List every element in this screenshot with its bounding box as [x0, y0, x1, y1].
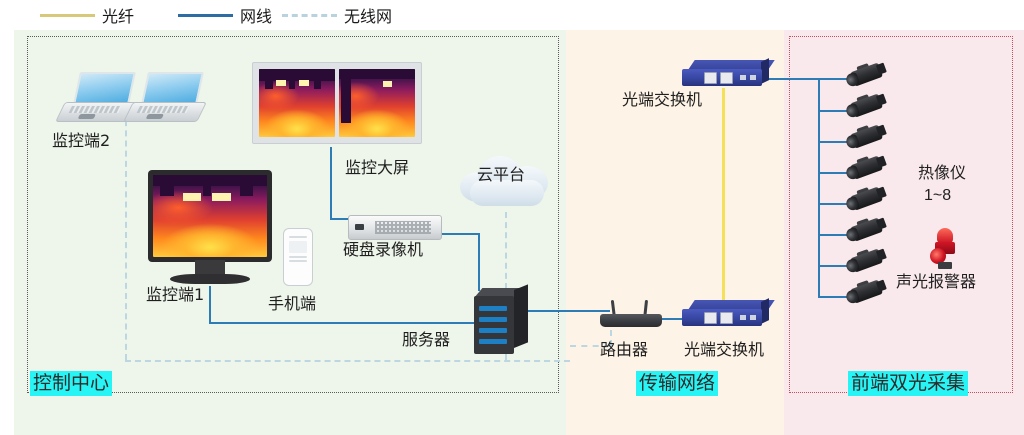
camera-drop-2 — [818, 110, 852, 112]
legend-item-fiber: 光纤 — [40, 0, 134, 30]
optical-switch-top-device[interactable] — [682, 58, 775, 90]
desktop-monitor-terminal-1[interactable] — [148, 170, 272, 288]
camera-drop-5 — [818, 203, 852, 205]
link-dvr-to-server-vertical — [478, 233, 480, 291]
label-optical-switch-top: 光端交换机 — [622, 90, 703, 109]
switch-side-icon — [761, 58, 769, 84]
legend-item-network: 网线 — [178, 0, 272, 30]
laptop-keyboard-icon — [136, 106, 190, 113]
legend-label-fiber: 光纤 — [102, 7, 135, 26]
label-thermal-cameras-range: 1~8 — [924, 187, 952, 204]
wireless-link-router-up — [610, 330, 612, 346]
server-front-icon — [474, 296, 514, 354]
phone-content-icon — [289, 241, 307, 253]
zone-label-control-center: 控制中心 — [30, 371, 113, 397]
legend: 光纤 网线 无线网 — [0, 0, 1024, 30]
label-dvr: 硬盘录像机 — [343, 240, 424, 259]
monitor-wall-screen[interactable] — [252, 62, 422, 144]
router-body-icon — [600, 314, 662, 327]
cloud-platform-device[interactable] — [460, 150, 552, 212]
label-server: 服务器 — [402, 330, 451, 349]
fiber-line-swatch — [40, 13, 95, 17]
alarm-horn-icon — [930, 248, 946, 264]
switch-face-icon — [682, 69, 762, 86]
monitor-stand-icon — [195, 259, 225, 277]
dvr-device[interactable] — [348, 215, 442, 240]
server-side-icon — [514, 284, 528, 348]
laptop-monitor-terminal-2-b[interactable] — [123, 72, 207, 124]
wireless-link-vertical-left — [125, 110, 127, 360]
label-alarm: 声光报警器 — [896, 272, 977, 291]
label-optical-switch-bottom: 光端交换机 — [684, 340, 765, 359]
thermal-image-left — [259, 69, 335, 137]
thermal-image-right — [339, 69, 415, 137]
laptop-base-icon — [123, 102, 207, 122]
label-thermal-cameras: 热像仪 — [918, 163, 967, 182]
front-end-boundary — [789, 36, 1013, 393]
switch-sfp-icon — [740, 315, 746, 320]
switch-sfp-icon — [750, 315, 756, 320]
monitor-foot-icon — [170, 273, 250, 285]
dvr-indicator-icon — [355, 224, 364, 230]
phone-row-icon — [289, 256, 307, 258]
zone-label-front-end-collection: 前端双光采集 — [848, 371, 969, 397]
switch-rj45-port-icon — [720, 312, 733, 324]
switch-sfp-icon — [750, 75, 756, 80]
mobile-phone-device[interactable] — [283, 228, 313, 286]
link-bottom-bus-to-server — [209, 322, 484, 324]
monitor-bezel-icon — [148, 170, 272, 263]
laptop-touchpad-icon — [145, 114, 165, 119]
label-mobile-terminal: 手机端 — [268, 294, 317, 313]
label-router: 路由器 — [600, 340, 649, 359]
alarm-dome-icon — [937, 228, 953, 244]
wireless-link-cloud-down — [505, 212, 507, 360]
alarm-beacon-device[interactable] — [930, 228, 960, 270]
fiber-link-between-switches — [722, 88, 725, 306]
switch-rj45-port-icon — [720, 72, 733, 84]
camera-drop-8 — [818, 296, 852, 298]
camera-drop-6 — [818, 234, 852, 236]
network-line-swatch — [178, 13, 233, 17]
wireless-line-swatch — [282, 13, 337, 17]
label-monitor-terminal-1: 监控端1 — [146, 285, 205, 304]
link-wall-to-dvr-vertical — [330, 147, 332, 220]
legend-label-wireless: 无线网 — [344, 7, 393, 26]
camera-drop-1 — [818, 78, 852, 80]
switch-face-icon — [682, 309, 762, 326]
camera-drop-4 — [818, 172, 852, 174]
phone-row-icon — [289, 260, 307, 262]
link-monitor1-down — [209, 286, 211, 324]
laptop-touchpad-icon — [77, 114, 97, 119]
link-dvr-to-server-horizontal — [438, 233, 480, 235]
router-device[interactable] — [600, 299, 662, 330]
laptop-keyboard-icon — [68, 106, 122, 113]
zone-transmission-network — [566, 30, 784, 435]
switch-side-icon — [761, 298, 769, 324]
switch-rj45-port-icon — [704, 72, 717, 84]
zone-front-end-collection — [784, 30, 1024, 435]
optical-switch-bottom-device[interactable] — [682, 298, 775, 330]
wireless-link-router — [570, 345, 610, 347]
label-monitor-wall: 监控大屏 — [345, 158, 410, 177]
link-top-switch-to-camera-bus — [762, 78, 820, 80]
thermal-image-monitor — [153, 175, 267, 258]
camera-bus-vertical — [818, 78, 820, 298]
dvr-vents-icon — [375, 221, 431, 234]
server-device[interactable] — [474, 284, 530, 354]
label-monitor-terminal-2: 监控端2 — [52, 131, 111, 150]
wireless-link-horizontal-bottom — [125, 360, 570, 362]
legend-item-wireless: 无线网 — [282, 0, 392, 30]
laptop-monitor-terminal-2-a[interactable] — [55, 72, 139, 124]
link-server-to-router — [528, 310, 610, 312]
switch-sfp-icon — [740, 75, 746, 80]
camera-drop-7 — [818, 265, 852, 267]
alarm-base-icon — [938, 262, 952, 269]
switch-rj45-port-icon — [704, 312, 717, 324]
zone-label-transmission-network: 传输网络 — [636, 371, 719, 397]
phone-status-bar-icon — [289, 236, 307, 238]
camera-drop-3 — [818, 141, 852, 143]
control-center-boundary — [27, 36, 559, 393]
label-cloud-platform: 云平台 — [477, 165, 526, 184]
legend-label-network: 网线 — [240, 7, 273, 26]
